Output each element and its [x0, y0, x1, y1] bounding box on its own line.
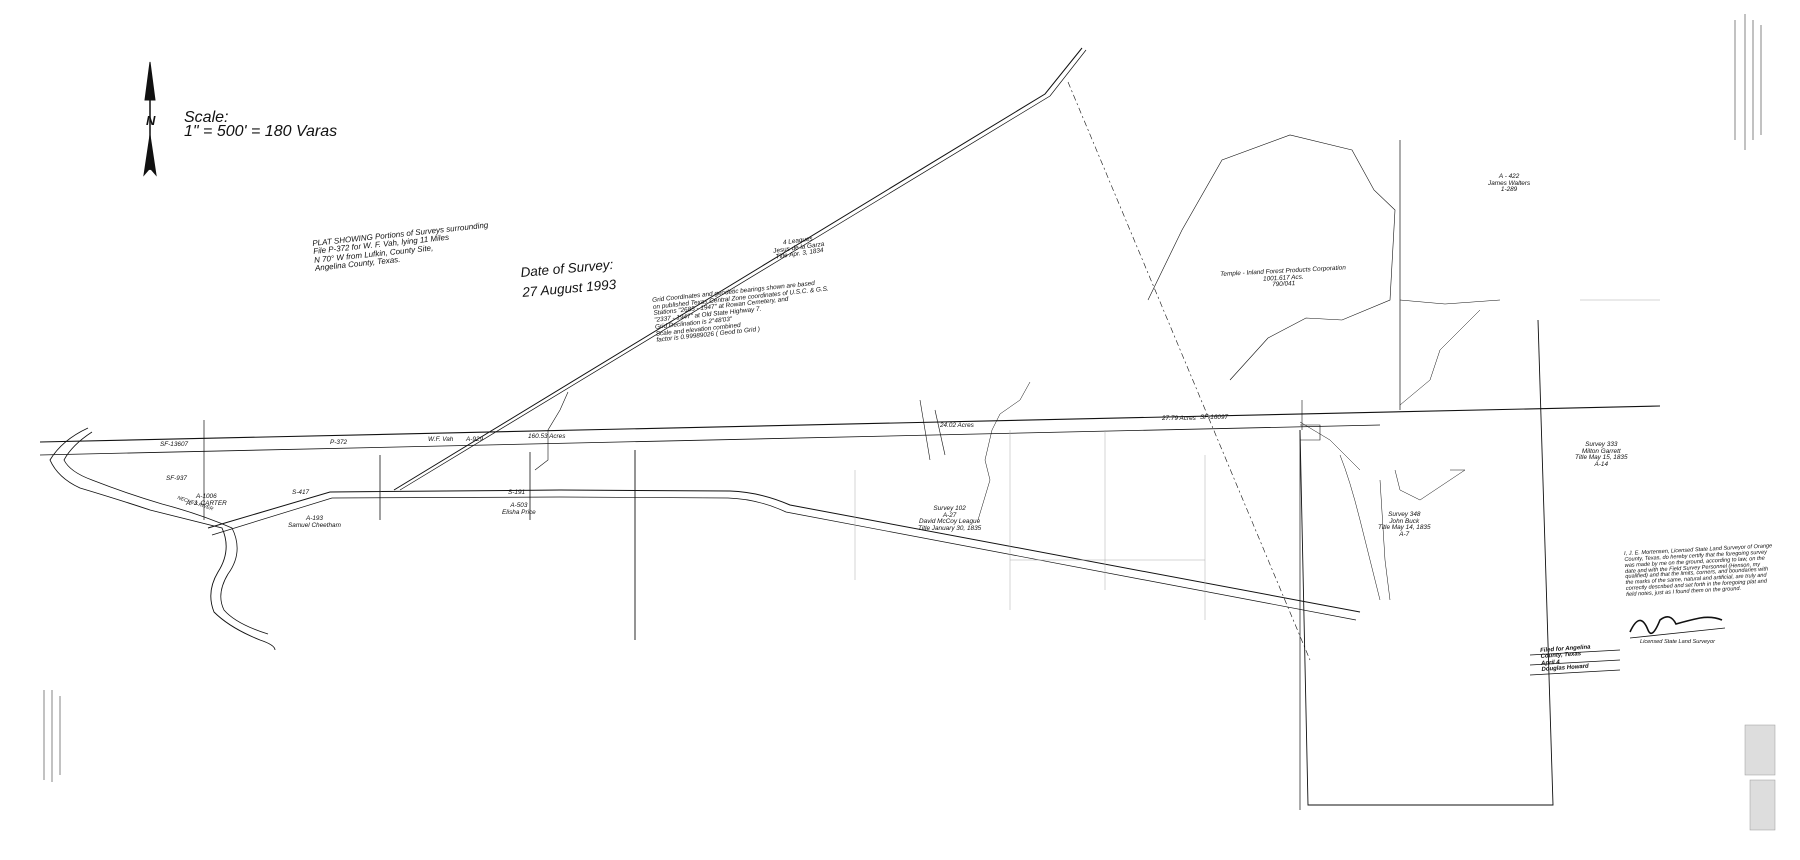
- scale-ratio: 1" = 500' = 180 Varas: [184, 123, 338, 140]
- label-s-191: S-191: [508, 489, 526, 496]
- label-a-929: A-929: [466, 436, 484, 443]
- surveyor-signature: [1629, 616, 1723, 635]
- tract-boundary: [1299, 319, 1554, 806]
- label-acres-16053: 160.53 Acres: [528, 433, 566, 440]
- survey-a-1006: A-1006 A. J. CARTER: [186, 493, 227, 507]
- label-wf-vah: W.F. Vah: [428, 436, 454, 443]
- scale-label: Scale:: [184, 109, 229, 126]
- survey-baseline-lower: [39, 424, 1381, 456]
- label-sf-937: SF-937: [166, 475, 187, 482]
- label-acres-2779: 27.79 Acres: [1162, 415, 1196, 422]
- highway-road: [207, 489, 1361, 613]
- label-p-372: P-372: [330, 439, 348, 446]
- survey-102: Survey 102 A-27 David McCoy League Title…: [918, 505, 982, 533]
- survey-348: Survey 348 John Buck Title May 14, 1835 …: [1378, 511, 1431, 539]
- neches-river: [49, 427, 276, 651]
- surveyor-certificate: I, J. E. Mortensen, Licensed State Land …: [1623, 543, 1773, 598]
- north-arrow-icon: [143, 61, 157, 177]
- survey-333: Survey 333 Milton Garrett Title May 15, …: [1575, 441, 1628, 469]
- survey-a-193: A-193 Samuel Cheetham: [288, 515, 341, 529]
- diagonal-road: [393, 47, 1083, 491]
- survey-a-503: A-503 Elisha Price: [502, 502, 536, 516]
- filing-block: Filed for Angelina County, Texas April 4…: [1540, 644, 1591, 673]
- signature-title: Licensed State Land Surveyor: [1640, 639, 1715, 645]
- label-sf-16097: SF-16097: [1200, 414, 1229, 421]
- label-acres-2402: 24.02 Acres: [940, 422, 974, 429]
- label-sf-13607: SF-13607: [160, 441, 189, 448]
- survey-baseline-upper: [39, 405, 1661, 443]
- label-s-417: S-417: [292, 489, 310, 496]
- survey-a-422: A - 422 James Walters 1-289: [1488, 173, 1531, 194]
- north-label: N: [146, 113, 156, 128]
